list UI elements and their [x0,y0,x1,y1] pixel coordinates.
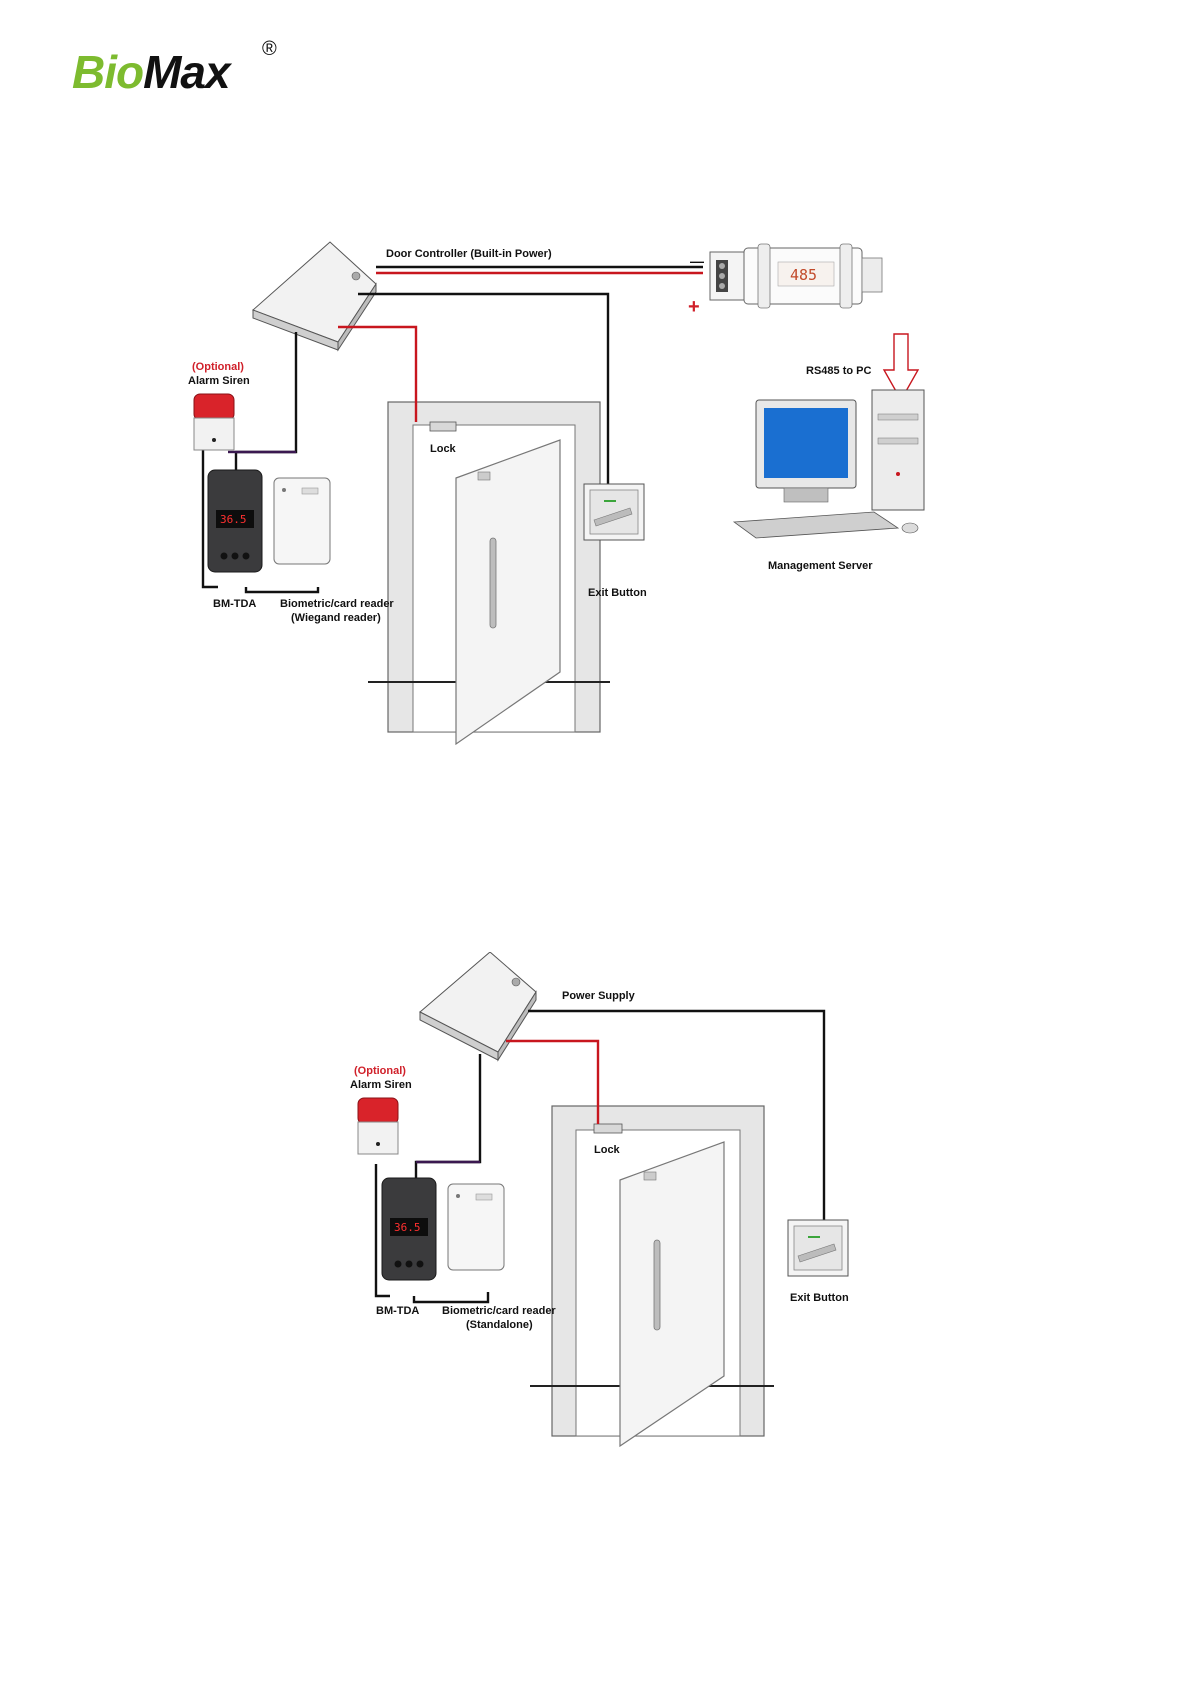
bm-tda-label: BM-TDA [213,598,256,610]
lock-label: Lock [594,1144,621,1156]
exit-button-label: Exit Button [790,1292,849,1304]
lock-device [430,422,456,431]
door-controller-label: Door Controller (Built-in Power) [386,248,552,260]
logo-bio-text: Bi [72,46,116,98]
lock-label: Lock [430,443,457,455]
power-supply-label: Power Supply [562,990,636,1002]
card-reader-icon [448,1184,504,1270]
reader-label-line1: Biometric/card reader [280,598,394,610]
lock-device [594,1124,622,1133]
exit-button-label: Exit Button [588,587,647,599]
converter-display: 485 [790,266,817,284]
reader-label-line1: Biometric/card reader [442,1305,556,1317]
alarm-siren-icon [358,1098,398,1154]
biomax-logo: BioMax ® [72,42,230,102]
registered-mark: ® [262,38,277,61]
reader-label-line2: (Wiegand reader) [291,612,381,624]
rs485-to-pc-label: RS485 to PC [806,365,871,377]
exit-button-icon [788,1220,848,1276]
diagram-standalone: Lock Power Supply (Optional) Alarm Siren… [178,952,1014,1472]
logo-o-mark: o [116,46,143,98]
exit-button-icon [584,484,644,540]
temperature-readout: 36.5 [394,1221,421,1234]
reader-label-line2: (Standalone) [466,1319,533,1331]
minus-terminal: — [690,253,704,269]
diagram-networked: Lock Door Controller (Built-in Power) (O… [178,182,1014,762]
alarm-siren-label: Alarm Siren [350,1079,412,1091]
card-reader-icon [274,478,330,564]
management-server-label: Management Server [768,560,873,572]
logo-max-text: Max [143,46,229,98]
alarm-siren-label: Alarm Siren [188,375,250,387]
temperature-readout: 36.5 [220,513,247,526]
optional-label: (Optional) [354,1065,406,1077]
optional-label: (Optional) [192,361,244,373]
alarm-siren-icon [194,394,234,450]
plus-terminal: + [688,296,700,318]
bm-tda-label: BM-TDA [376,1305,419,1317]
